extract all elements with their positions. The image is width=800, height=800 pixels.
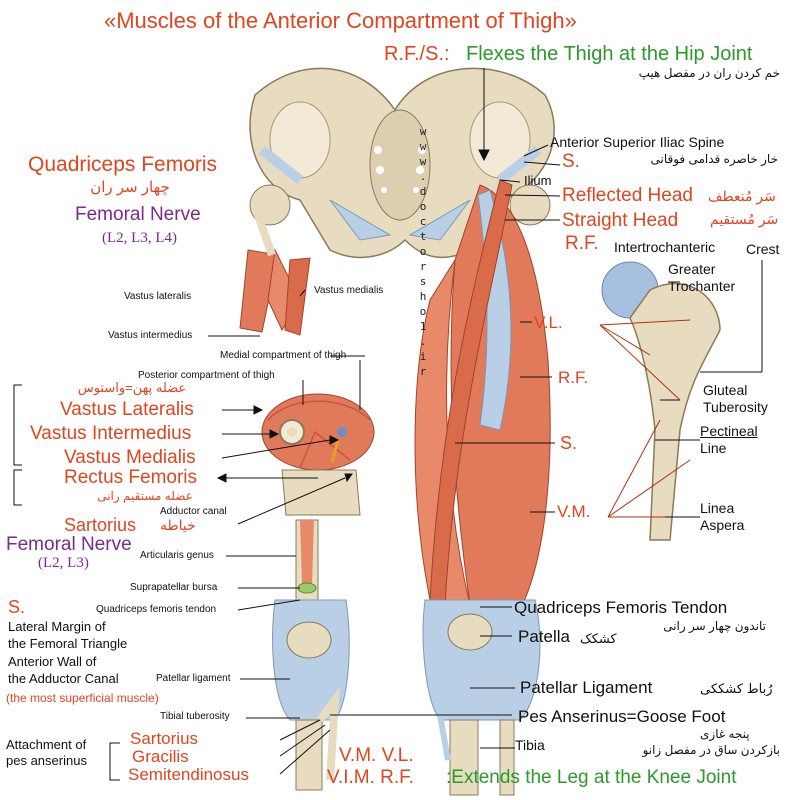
crest-label: Crest (746, 242, 779, 256)
rf-abbrev-label: R.F. (558, 369, 588, 386)
s-abbrev-label: S. (560, 434, 577, 452)
linea-label: Linea (700, 501, 734, 515)
page-title: «Muscles of the Anterior Compartment of … (104, 10, 577, 32)
asis-s-label: S. (562, 152, 580, 171)
intertrochanteric-label: Intertrochanteric (614, 240, 715, 254)
tuberosity-label: Tuberosity (703, 400, 768, 414)
pes-anserinus-label: Pes Anserinus=Goose Foot (518, 708, 725, 725)
reflected-head-label: Reflected Head (562, 186, 693, 205)
flexes-thigh-fa: خم کردن ران در مفصل هیپ (620, 67, 780, 79)
watermark-text: www.doctorsho1.ir (417, 124, 429, 379)
quadriceps-femoris-fa: چهار سر ران (70, 180, 190, 195)
extends-leg-text: :Extends the Leg at the Knee Joint (446, 768, 736, 787)
aspera-label: Aspera (700, 518, 744, 532)
vm-abbrev-label: V.M. (557, 503, 590, 520)
nerve-roots-2-label: (L2, L3) (38, 556, 89, 571)
anterior-thigh-illustration (415, 180, 550, 795)
vastus-lateralis-label: Vastus Lateralis (60, 400, 194, 419)
ilium-label: Ilium (524, 174, 551, 187)
extends-fa: بازکردن ساق در مفصل زانو (600, 744, 780, 756)
quad-tendon-fa: تاندون چهار سر رانی (600, 620, 766, 632)
asis-fa: خار خاصره قدامی فوقانی (600, 153, 778, 165)
gluteal-label: Gluteal (703, 383, 747, 397)
pes-anserinus-fa: پنجه غازی (700, 728, 750, 740)
reflected-head-fa: سَر مُنعطف (708, 189, 776, 203)
patella-fa: کشکک (580, 632, 617, 645)
cross-section-illustration (262, 394, 374, 515)
anterior-wall-text: Anterior Wall of (8, 655, 96, 668)
vastus-medialis-small-label: Vastus medialis (314, 286, 383, 296)
patella-label: Patella (518, 628, 570, 645)
rectus-femoris-label: Rectus Femoris (64, 468, 197, 487)
patellar-ligament-fa: رُباط کشککی (700, 682, 772, 695)
sartorius-2-label: Sartorius (130, 730, 198, 747)
vastus-fa: عضله پهن=واستوس (62, 381, 202, 394)
tibia-label: Tibia (515, 738, 545, 752)
pes-anserinus-text: pes anserinus (6, 754, 87, 767)
trochanter-label: Trochanter (668, 279, 735, 293)
femoral-nerve-2-label: Femoral Nerve (6, 535, 132, 554)
lateral-margin-text: Lateral Margin of (8, 620, 106, 633)
superficial-text: (the most superficial muscle) (6, 692, 159, 704)
adductor-canal-2-text: the Adductor Canal (8, 672, 119, 685)
medial-compartment-label: Medial compartment of thigh (220, 351, 346, 361)
pectineal-label: Pectineal (700, 424, 758, 438)
quad-tendon-label: Quadriceps Femoris Tendon (514, 599, 727, 616)
left-knee-illustration (273, 520, 350, 790)
rectus-femoris-fa: عضله مستقیم رانی (80, 490, 210, 502)
vastus-intermedius-small-label: Vastus intermedius (108, 331, 192, 341)
vim-rf-label: V.I.M. R.F. (327, 768, 414, 787)
tibial-tuberosity-label: Tibial tuberosity (160, 712, 230, 722)
line-label: Line (700, 441, 726, 455)
femoral-triangle-text: the Femoral Triangle (8, 637, 127, 650)
left-vasti-illustration (240, 215, 310, 335)
femoral-nerve-label: Femoral Nerve (75, 205, 201, 224)
vastus-intermedius-label: Vastus Intermedius (30, 424, 191, 443)
sartorius-s-label: S. (8, 598, 25, 616)
straight-head-label: Straight Head (562, 211, 678, 230)
attachment-text: Attachment of (6, 738, 86, 751)
asis-label: Anterior Superior Iliac Spine (550, 135, 724, 149)
quadriceps-femoris-label: Quadriceps Femoris (28, 154, 217, 175)
greater-label: Greater (668, 262, 715, 276)
semitendinosus-label: Semitendinosus (128, 766, 249, 783)
vastus-medialis-label: Vastus Medialis (64, 448, 196, 467)
nerve-roots-label: (L2, L3, L4) (102, 231, 177, 246)
adductor-canal-label: Adductor canal (160, 507, 227, 517)
suprapatellar-bursa-label: Suprapatellar bursa (130, 583, 217, 593)
sartorius-fa: خیاطه (160, 518, 196, 532)
vm-vl-label: V.M. V.L. (339, 746, 414, 765)
patellar-ligament-small-label: Patellar ligament (156, 674, 230, 684)
quad-tendon-small-label: Quadriceps femoris tendon (96, 605, 216, 615)
sartorius-label: Sartorius (64, 516, 136, 534)
straight-head-fa: سَر مُستقیم (710, 212, 778, 226)
vl-abbrev-label: V.L. (534, 314, 563, 331)
rf-s-label: R.F./S.: (384, 44, 450, 64)
patellar-ligament-label: Patellar Ligament (520, 679, 652, 696)
rf-origin-label: R.F. (565, 234, 599, 253)
gracilis-label: Gracilis (132, 748, 189, 765)
flexes-thigh-text: Flexes the Thigh at the Hip Joint (466, 44, 752, 64)
articularis-genus-label: Articularis genus (140, 551, 214, 561)
vastus-lateralis-small-label: Vastus lateralis (124, 292, 191, 302)
